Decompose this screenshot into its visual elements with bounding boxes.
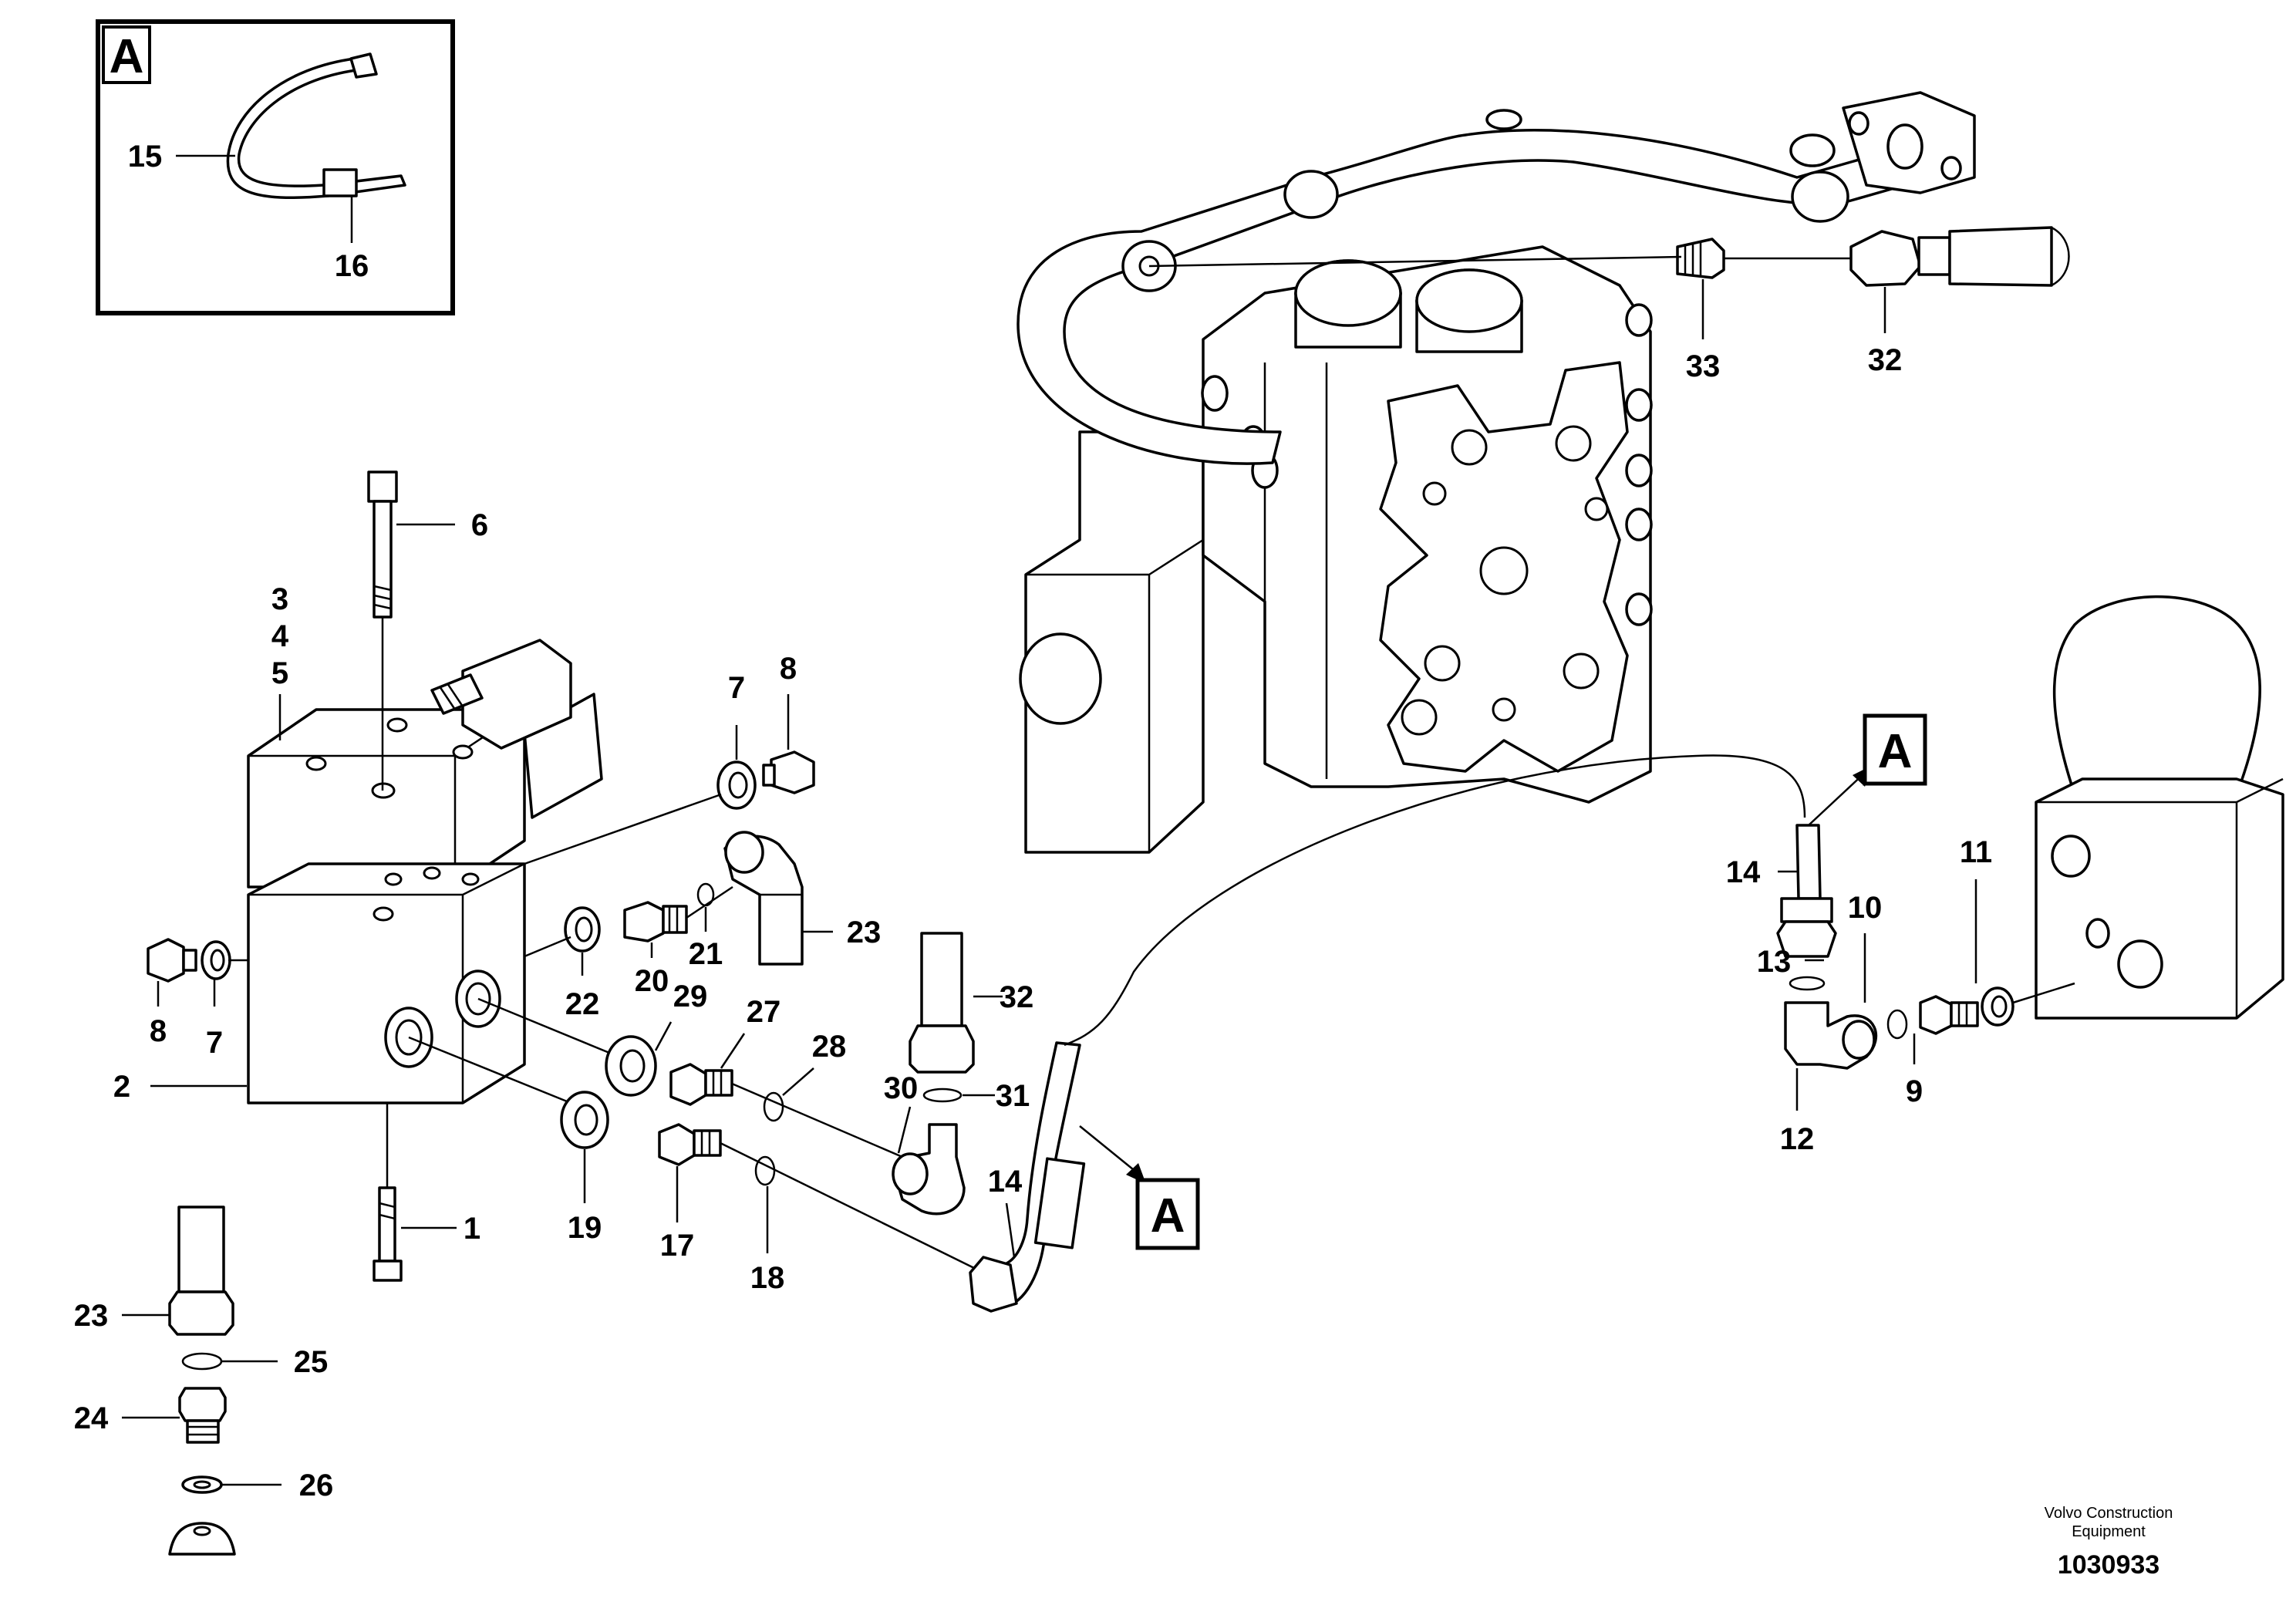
callout-32-top: 32 [1868, 343, 1903, 377]
accumulator [2035, 595, 2284, 1020]
callout-22: 22 [565, 987, 600, 1021]
document-number: 1030933 [2058, 1550, 2159, 1580]
callout-24: 24 [74, 1401, 109, 1435]
hose-ref-label-lower: A [1151, 1189, 1185, 1243]
callout-10: 10 [1848, 891, 1883, 925]
pilot-pipe [1017, 91, 1976, 465]
callout-7-top: 7 [728, 671, 745, 705]
brand-line-2: Equipment [2072, 1523, 2146, 1540]
callout-14-upper: 14 [1726, 855, 1761, 889]
callout-13: 13 [1757, 945, 1792, 979]
callout-16: 16 [335, 249, 369, 283]
callout-9: 9 [1906, 1074, 1923, 1108]
fitting-17-group [560, 1091, 776, 1186]
elbow-12 [1784, 1001, 1878, 1070]
callout-8-top: 8 [780, 652, 797, 686]
fitting-stack-lower [168, 1206, 236, 1556]
callout-32-lower: 32 [1000, 980, 1034, 1014]
callout-33: 33 [1686, 349, 1721, 383]
fitting-20-group [564, 882, 715, 953]
callout-19: 19 [568, 1211, 602, 1245]
plug-8-top [716, 750, 815, 810]
callout-31: 31 [996, 1079, 1030, 1113]
callout-23-top: 23 [847, 916, 882, 949]
plug-8-left [147, 938, 231, 983]
callout-23-lower: 23 [74, 1299, 109, 1333]
callout-12: 12 [1780, 1122, 1815, 1156]
fitting-9 [1919, 986, 2014, 1035]
brand-line-1: Volvo Construction [2045, 1505, 2173, 1522]
callout-18: 18 [750, 1261, 785, 1295]
inset-ref-label: A [110, 30, 144, 83]
callout-5: 5 [271, 656, 288, 690]
callout-14-lower: 14 [988, 1165, 1023, 1199]
hose-14-upper [1776, 824, 1837, 991]
callout-26: 26 [299, 1469, 334, 1502]
fitting-33 [1676, 238, 1725, 279]
callout-20: 20 [635, 964, 669, 998]
solenoid-valve [247, 639, 603, 1104]
callout-8-left: 8 [150, 1014, 167, 1048]
hose-32-end [1849, 226, 2070, 287]
callout-4: 4 [271, 619, 289, 653]
control-valve-assembly [1019, 245, 1653, 854]
callout-7-left: 7 [206, 1026, 223, 1060]
callout-3: 3 [271, 582, 288, 616]
callout-15: 15 [128, 140, 163, 174]
callout-11: 11 [1960, 835, 1992, 869]
fitting-27-group [605, 1035, 784, 1122]
callout-28: 28 [812, 1030, 847, 1064]
callout-21: 21 [689, 937, 723, 971]
callout-29: 29 [673, 980, 708, 1013]
detail-a-inset: A 15 16 [96, 19, 455, 315]
hose-32-lower [892, 932, 975, 1216]
callout-30: 30 [884, 1071, 919, 1105]
hose-14-lower [969, 754, 1806, 1313]
hose-ref-label-upper: A [1878, 725, 1913, 778]
bolt-1 [373, 1186, 403, 1282]
callout-25: 25 [294, 1345, 329, 1379]
callout-17: 17 [660, 1229, 695, 1263]
cable-tie [226, 52, 406, 199]
callout-6: 6 [471, 508, 488, 542]
callout-1: 1 [464, 1212, 480, 1246]
callout-2: 2 [113, 1070, 130, 1104]
callout-27: 27 [747, 995, 781, 1029]
elbow-hose-23 [723, 831, 804, 966]
bolt-6 [367, 470, 398, 619]
